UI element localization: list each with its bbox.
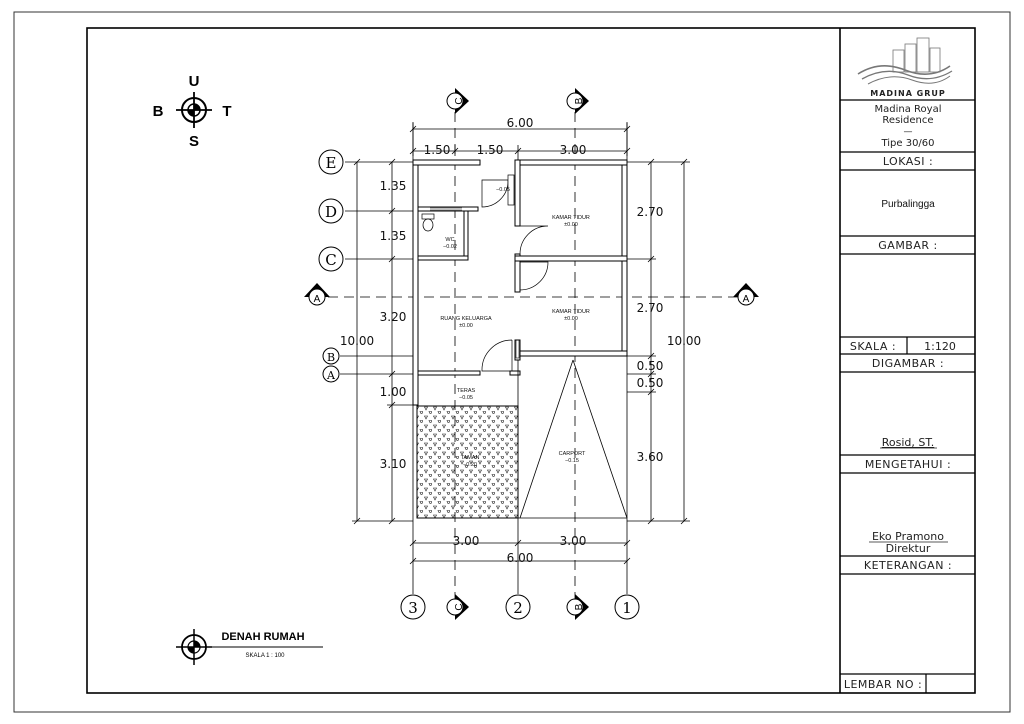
dimensions-right	[627, 158, 690, 525]
project-name-line1: Madina Royal	[875, 104, 942, 115]
dimensions-left	[352, 158, 413, 525]
dim-left-3: 3.20	[380, 310, 407, 324]
drawing-scale: SKALA 1 : 100	[245, 653, 285, 659]
drawing-frame	[86, 27, 976, 694]
mengetahui-role: Direktur	[886, 542, 931, 555]
door-swing-main	[481, 339, 513, 372]
dim-top-1: 1.50	[424, 143, 451, 157]
dim-right-3: 0.50	[637, 359, 664, 373]
brand-name: MADINA GRUP	[870, 89, 946, 98]
keterangan-label: KETERANGAN :	[864, 559, 952, 572]
skala-value: 1:120	[924, 340, 956, 353]
compass-west: B	[153, 103, 164, 120]
section-markers: C B C B A A	[304, 88, 759, 620]
grid-bubble-c: C	[325, 251, 336, 269]
mengetahui-name: Eko Pramono	[872, 530, 944, 543]
section-b-top: B	[574, 97, 585, 104]
kamar1-level: ±0.00	[564, 222, 578, 228]
section-b-bottom: B	[574, 603, 585, 610]
compass-south: S	[189, 133, 199, 150]
dim-bottom-total: 6.00	[507, 551, 534, 565]
digambar-name: Rosid, ST.	[882, 436, 935, 449]
lembar-label: LEMBAR NO :	[844, 678, 922, 691]
grid-bubbles-numbers: 3 2 1	[400, 594, 640, 620]
outer-border	[13, 11, 1011, 713]
dim-top-total: 6.00	[507, 116, 534, 130]
project-type: Tipe 30/60	[880, 138, 934, 149]
carport-level: −0.15	[565, 458, 579, 464]
grid-bubbles-letters: E D C B A	[318, 149, 344, 383]
digambar-label: DIGAMBAR :	[872, 357, 944, 370]
door-swing-top	[481, 179, 509, 208]
floor-plan	[412, 159, 628, 519]
compass-east: T	[222, 103, 231, 120]
dim-right-5: 3.60	[637, 450, 664, 464]
grid-bubble-2: 2	[513, 599, 523, 617]
dim-right-1: 2.70	[637, 205, 664, 219]
dim-right-4: 0.50	[637, 376, 664, 390]
taman-name: TAMAN	[461, 455, 480, 461]
kamar2-level: ±0.00	[564, 316, 578, 322]
dim-left-2: 1.35	[380, 229, 407, 243]
keluarga-level: ±0.00	[459, 323, 473, 329]
mengetahui-label: MENGETAHUI :	[865, 458, 951, 471]
drawing-title: DENAH RUMAH	[221, 631, 304, 643]
project-dash: —	[904, 127, 913, 137]
dim-right-total: 10.00	[667, 334, 701, 348]
grid-bubble-d: D	[325, 203, 337, 221]
grid-bubble-e: E	[326, 154, 337, 172]
door-swing-kamar1	[519, 225, 549, 255]
section-c-top: C	[454, 97, 465, 104]
lokasi-label: LOKASI :	[883, 155, 933, 168]
carport-lines	[519, 359, 574, 519]
kamar2-name: KAMAR TIDUR	[552, 309, 590, 315]
section-a-left: A	[314, 294, 321, 305]
taman-level: −0.20	[463, 462, 477, 468]
dimensions-top	[409, 123, 631, 160]
grid-bubble-3: 3	[408, 599, 418, 617]
teras-name: TERAS	[457, 388, 476, 394]
dim-top-2: 1.50	[477, 143, 504, 157]
dimensions-bottom	[409, 539, 631, 565]
north-compass: U B T S	[153, 73, 232, 150]
dim-bottom-2: 3.00	[560, 534, 587, 548]
dim-left-1: 1.35	[380, 179, 407, 193]
project-name-line2: Residence	[882, 115, 933, 126]
door-swing-kamar2	[519, 261, 549, 291]
dim-left-4: 1.00	[380, 385, 407, 399]
section-a-right: A	[743, 294, 750, 305]
compass-north: U	[189, 73, 200, 90]
room-labels: −0.05 KAMAR TIDUR ±0.00 WC −0.02 RUANG K…	[440, 187, 590, 468]
grid-bubble-1: 1	[622, 599, 632, 617]
lokasi-value: Purbalingga	[881, 199, 935, 210]
drawing-title-block: DENAH RUMAH SKALA 1 : 100	[176, 629, 323, 665]
section-c-bottom: C	[454, 603, 465, 610]
gambar-label: GAMBAR :	[878, 239, 937, 252]
dim-top-3: 3.00	[560, 143, 587, 157]
wc-level: −0.02	[443, 244, 457, 250]
madina-logo	[857, 37, 953, 85]
top-level-label: −0.05	[496, 187, 510, 193]
title-block: MADINA GRUP Madina Royal Residence — Tip…	[840, 37, 975, 693]
teras-level: −0.05	[459, 395, 473, 401]
keluarga-name: RUANG KELUARGA	[440, 316, 492, 322]
dim-left-5: 3.10	[380, 457, 407, 471]
skala-label: SKALA :	[850, 340, 896, 353]
toilet-icon	[421, 213, 435, 232]
carport-name: CARPORT	[559, 451, 586, 457]
wc-name: WC	[445, 237, 454, 243]
dim-left-total: 10.00	[340, 334, 374, 348]
dim-bottom-1: 3.00	[453, 534, 480, 548]
grid-bubble-a: A	[326, 369, 336, 382]
grid-bubble-b: B	[327, 351, 335, 364]
kamar1-name: KAMAR TIDUR	[552, 215, 590, 221]
dim-right-2: 2.70	[637, 301, 664, 315]
